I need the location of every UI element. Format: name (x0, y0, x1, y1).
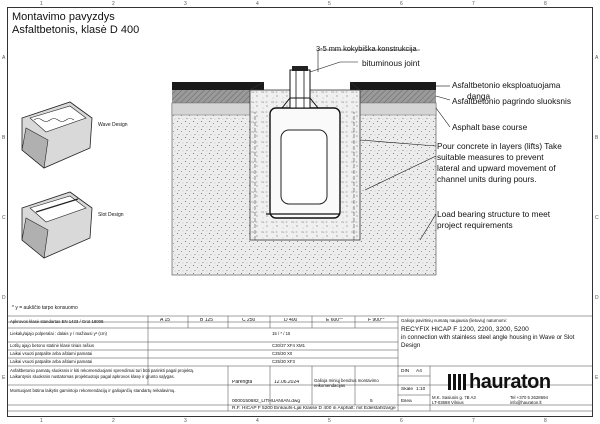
loadclass-note-1: Asfaltbetonio pamatų sluoksnis ir kiti r… (10, 368, 195, 373)
logo-text: hauraton (469, 371, 551, 393)
callout-asphalt-base-lt: Asfaltbetonio pagrindo sluoksnis (452, 96, 571, 106)
titleblock-scale-label: Skalė (401, 387, 413, 392)
titleblock-product: RECYFIX HICAP F 1200, 2200, 3200, 5200 (401, 326, 529, 333)
margin-tick-bottom-6: 6 (400, 418, 403, 424)
callout-pour-line-1: Pour concrete in layers (lifts) Take (437, 141, 562, 151)
loadclass-header-2: B 125 (200, 318, 214, 323)
margin-tick-top-5: 5 (328, 1, 331, 7)
margin-tick-top-3: 3 (184, 1, 187, 7)
loadclass-header-3: C 250 (242, 318, 256, 323)
titleblock-product-desc: in connection with stainless steel angle… (401, 334, 575, 349)
margin-tick-bottom-3: 3 (184, 418, 187, 424)
callout-leaders (309, 49, 451, 241)
titleblock-drawing-no: 0000150682_LITHUANIAN.dwg (232, 399, 300, 404)
margin-tick-left-D: D (2, 295, 6, 301)
loadclass-note-2: Laikantysis sluoksnis nustatomas projekt… (10, 374, 175, 379)
callout-layer-word: danga (467, 91, 491, 101)
loadclass-header-6: F 900** (368, 318, 385, 323)
company-address-2: LT-03688 Vilnius (432, 400, 464, 405)
company-contact-1: Tel +370 5 2628694 (510, 395, 548, 400)
callout-load-line-1: Load bearing structure to meet (437, 209, 550, 219)
callout-asphalt-base-en: Asphalt base course (452, 122, 528, 132)
wave-design-thumbnail (21, 101, 93, 169)
callout-asphalt-wear: Asfaltbetonio eksploatuojama (452, 80, 561, 90)
callout-pour-line-2: suitable measures to prevent (437, 152, 544, 162)
drainage-channel (266, 66, 341, 219)
margin-tick-bottom-1: 1 (40, 418, 43, 424)
margin-tick-bottom-2: 2 (112, 418, 115, 424)
margin-tick-right-B: B (595, 135, 599, 141)
slot-design-thumbnail (21, 191, 93, 259)
hauraton-logo: hauraton (448, 371, 551, 394)
loadclass-row-4-value: C25/30 XF3 (272, 359, 295, 364)
callout-pour-line-3: lateral and upward movement of (437, 163, 556, 173)
titleblock-sheet: 5 (370, 399, 373, 404)
callout-pour-line-4: channel units during pours. (437, 174, 537, 184)
margin-tick-right-A: A (595, 55, 599, 61)
loadclass-header-1: A 15 (160, 318, 171, 323)
loadclass-row-1-label: Liekalų/ajajo polperalai : dalais y / ma… (10, 331, 107, 336)
margin-tick-top-4: 4 (256, 1, 259, 7)
margin-tick-right-D: D (595, 295, 599, 301)
titleblock-en-label: Eilėa (401, 399, 412, 404)
margin-tick-top-1: 1 (40, 1, 43, 7)
titleblock-din: A4 (416, 369, 422, 374)
callout-constructive: 3-5 mm kokybiška konstrukcija (316, 44, 417, 53)
slot-design-label: Slot Design (98, 212, 124, 218)
margin-tick-bottom-4: 4 (256, 418, 259, 424)
loadclass-row-3-value: C25/30 X0 (272, 351, 293, 356)
margin-tick-top-6: 6 (400, 1, 403, 7)
titleblock-date-label: Parengta (232, 380, 253, 385)
title-block-grid (7, 315, 593, 412)
titleblock-scale: 1:10 (416, 387, 426, 392)
margin-tick-bottom-7: 7 (472, 418, 475, 424)
margin-tick-top-2: 2 (112, 1, 115, 7)
loadclass-row-1-value: 15 / * / 15 (272, 331, 291, 336)
margin-tick-left-A: A (2, 55, 6, 61)
margin-tick-left-C: C (2, 215, 6, 221)
callout-load-line-2: project requirements (437, 220, 513, 230)
drawing-title: Montavimo pavyzdys (12, 11, 115, 23)
company-address-1: M.K. Sasiunis g. 7B A3 (432, 395, 476, 400)
loadclass-row-2-label: Lotšų ajajo betono statinė klasė tiriais… (10, 343, 95, 348)
margin-tick-left-E: E (2, 375, 6, 381)
footnote: * y = aukščio tarpo konsuomo (12, 305, 78, 311)
wave-design-label: Wave Design (98, 122, 128, 128)
titleblock-desc-label: Galioja pavirtinių numatų naujausia (lie… (401, 318, 507, 323)
loadclass-row-2-value: C30/37 XF4 XM1 (272, 343, 305, 348)
titleblock-din-label: DIN (401, 369, 410, 374)
callout-bituminous-joint: bituminous joint (362, 58, 420, 68)
margin-tick-right-C: C (595, 215, 599, 221)
margin-tick-bottom-5: 5 (328, 418, 331, 424)
margin-tick-left-B: B (2, 135, 6, 141)
titleblock-status: Galioja miniųj bendrus montavimo reikome… (314, 378, 379, 388)
loadclass-row-3-label: Laikai vsuoti patpalite arba aštiami pam… (10, 351, 93, 356)
margin-tick-top-7: 7 (472, 1, 475, 7)
margin-tick-right-E: E (595, 375, 599, 381)
loadclass-row-4-label: Laikai vsuoti patpalite arba aštiami pam… (10, 359, 93, 364)
loadclass-row-label: Apkrovos klasė standartas EN 1433 / Grot… (10, 319, 104, 324)
drawing-frame (7, 7, 593, 417)
loadclass-header-4: D 400 (284, 318, 298, 323)
margin-tick-bottom-8: 8 (544, 418, 547, 424)
drawing-subtitle: Asfaltbetonis, klasė D 400 (12, 24, 140, 36)
titleblock-footer: R.F. HICAP F 5200 Einkaufs-Ljal Klasse D… (232, 406, 396, 411)
margin-tick-top-8: 8 (544, 1, 547, 7)
loadclass-header-5: E 600** (326, 318, 343, 323)
company-contact-2: info@hauraton.lt (510, 400, 542, 405)
logo-mark-icon (448, 374, 466, 390)
loadclass-note-3: Montuojant būtina laikytis gamintojo rek… (10, 388, 176, 393)
titleblock-date: 12.06.2024 (274, 380, 300, 385)
